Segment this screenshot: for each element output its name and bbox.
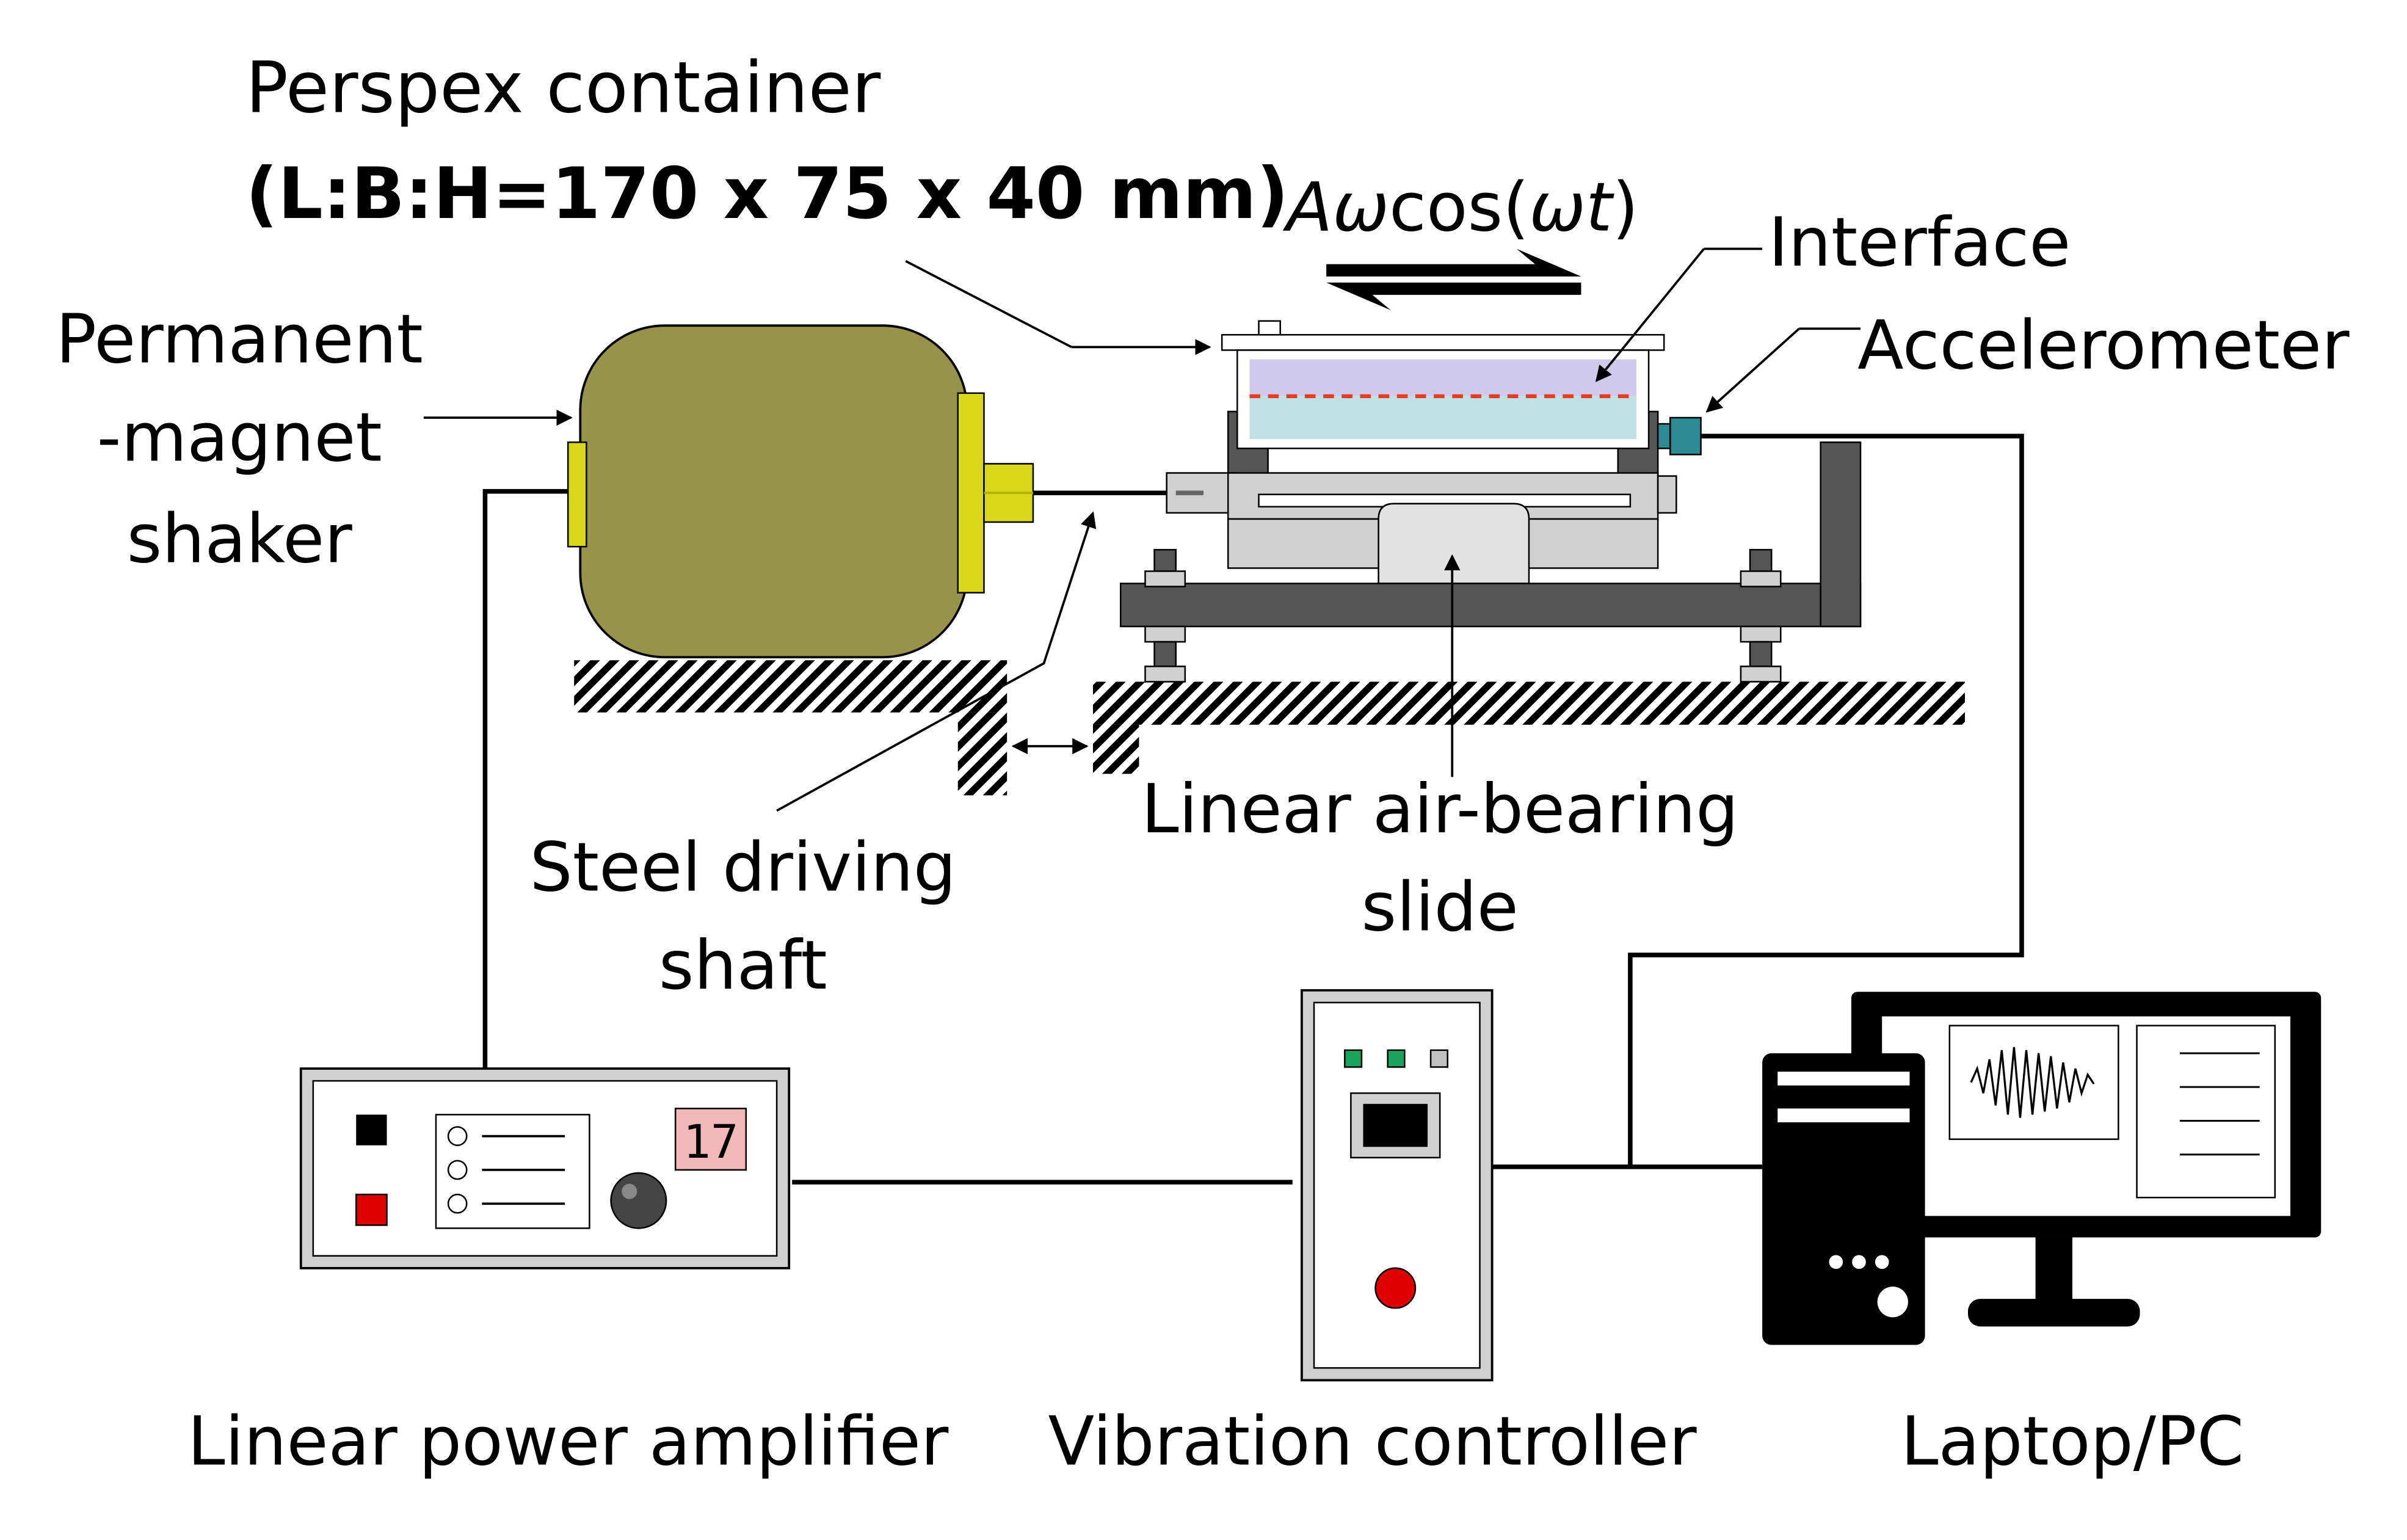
shaker-label-line3: shaker [127, 499, 353, 578]
shaker-right-flange [957, 392, 985, 594]
leveling-bolts [1144, 548, 1782, 683]
base-frame [1119, 441, 1862, 628]
carriage-right-cap [1657, 475, 1677, 514]
controller-red-button [1374, 1267, 1417, 1309]
controller-led-1 [1344, 1049, 1363, 1068]
interface-label: Interface [1768, 203, 2071, 282]
annotation-leaders [423, 247, 1861, 812]
amp-black-button [356, 1114, 387, 1146]
pc-tower [1762, 1053, 1925, 1345]
vibration-controller [1301, 989, 1494, 1382]
shaker-label-line1: Permanent [56, 300, 423, 379]
slide-label-line2: slide [1361, 868, 1518, 947]
accelerometer-leader-arrow [1705, 327, 1800, 413]
pc-workstation [1762, 992, 2322, 1345]
accelerometer-cable [1628, 434, 2024, 1167]
amp-display [674, 1108, 747, 1171]
container-lid-tab [1258, 320, 1281, 336]
controller-label: Vibration controller [1048, 1403, 1697, 1481]
lower-liquid-layer [1249, 396, 1636, 440]
screen-waveform-window [1948, 1025, 2119, 1140]
shaft-label-line2: shaft [659, 926, 827, 1005]
amplifier-label: Linear power amplifier [187, 1403, 949, 1481]
controller-screen [1363, 1103, 1428, 1147]
perspex-container [1221, 320, 1665, 449]
pc-label: Laptop/PC [1901, 1403, 2244, 1481]
shaker-ground-leg-hatch [957, 712, 1007, 796]
right-bolt [1740, 548, 1782, 683]
waveform-icon [1970, 1047, 2095, 1118]
slide-label-line1: Linear air-bearing [1141, 770, 1738, 849]
upper-liquid-layer [1249, 359, 1636, 396]
amp-knob [610, 1172, 667, 1229]
container-title: Perspex container [245, 48, 881, 129]
shaker-ground-hatch [574, 660, 1007, 713]
pc-power-button [1877, 1286, 1908, 1318]
controller-led-3 [1429, 1049, 1448, 1068]
monitor-neck [2035, 1237, 2072, 1306]
amp-display-digits: 17 [683, 1115, 739, 1169]
amp-red-button [355, 1193, 388, 1226]
shaker-label-line2: -magnet [97, 398, 382, 477]
accelerometer-mount [1657, 423, 1671, 449]
container-dimensions: (L:B:H=170 x 75 x 40 mm) [245, 153, 1288, 235]
right-arrow-icon [1326, 249, 1581, 277]
accelerometer-body [1669, 416, 1702, 456]
ground-supports [574, 660, 1965, 796]
accelerometer-label: Accelerometer [1857, 307, 2350, 385]
slide-ground-hatch [1092, 681, 1965, 725]
linear-air-bearing-slide [1166, 410, 1677, 584]
shaker-body [579, 324, 968, 659]
amp-to-shaker-cable [482, 489, 568, 1069]
excitation-formula: Aωcos(ωt) [1283, 168, 1639, 247]
container-leader [905, 260, 1072, 349]
accelerometer-sensor [1657, 416, 1702, 456]
labels: Perspex container (L:B:H=170 x 75 x 40 m… [56, 48, 2350, 1481]
monitor-stand [1967, 1299, 2140, 1327]
shaft-label-line1: Steel driving [530, 828, 956, 907]
left-bolt [1144, 548, 1186, 683]
slide-ground-leg-hatch [1092, 724, 1139, 774]
interface-leader-arrow [1595, 248, 1705, 382]
screen-text-window [2136, 1025, 2276, 1199]
shaft-leader-arrow [776, 511, 1097, 812]
linear-power-amplifier: 17 [299, 1067, 791, 1269]
permanent-magnet-shaker [567, 324, 1034, 659]
controller-led-2 [1387, 1049, 1406, 1068]
base-frame-post [1820, 441, 1862, 628]
shaker-left-flange [567, 441, 587, 548]
excitation-direction-arrows [1326, 249, 1581, 311]
left-arrow-icon [1326, 282, 1581, 311]
base-frame-bar [1119, 583, 1862, 628]
signal-cables [482, 434, 2024, 1185]
container-lid [1221, 334, 1665, 351]
air-bearing-block [1378, 503, 1530, 584]
